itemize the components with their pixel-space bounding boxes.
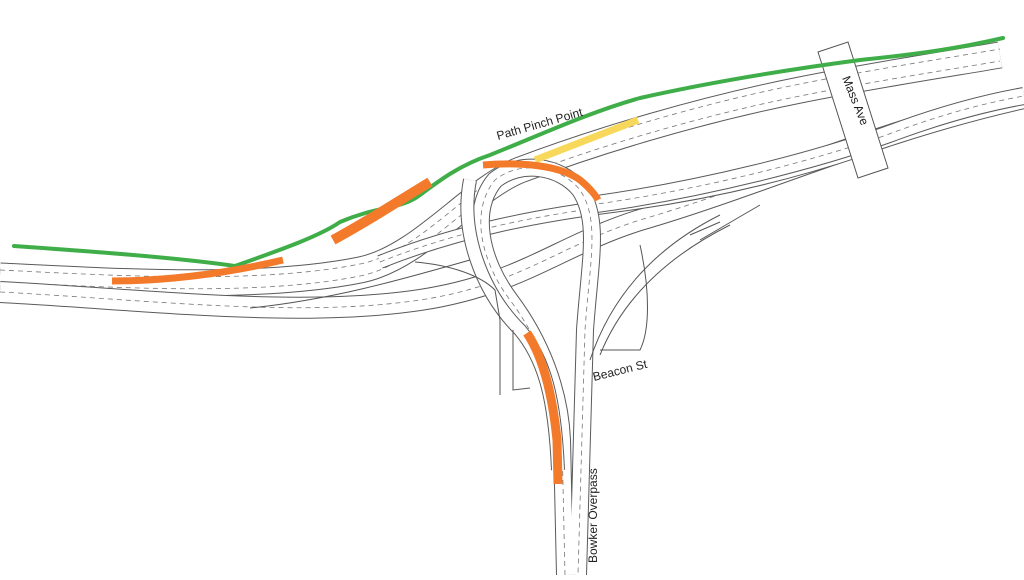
yellow-segment xyxy=(533,116,640,164)
orange-segment-4 xyxy=(523,330,563,485)
label-bowker-overpass: Bowker Overpass xyxy=(586,468,600,563)
orange-segment-3 xyxy=(482,160,602,202)
orange-segment-1 xyxy=(111,256,284,285)
green-path xyxy=(12,36,1005,269)
beacon-ramp-1 xyxy=(589,214,721,361)
left-ramp-3 xyxy=(499,320,531,395)
beacon-ramp-4 xyxy=(689,204,761,241)
label-beacon-st: Beacon St xyxy=(591,357,649,384)
beacon-ramps xyxy=(589,204,761,361)
left-ramp-2 xyxy=(414,261,501,321)
beacon-ramp-3 xyxy=(600,244,648,351)
left-ramp-1 xyxy=(249,259,471,309)
beacon-ramp-2 xyxy=(599,224,731,356)
left-ramps xyxy=(249,259,531,395)
mass-ave-bridge xyxy=(817,41,889,179)
mass-ave-deck xyxy=(817,41,889,179)
orange-segment-2 xyxy=(330,177,433,245)
